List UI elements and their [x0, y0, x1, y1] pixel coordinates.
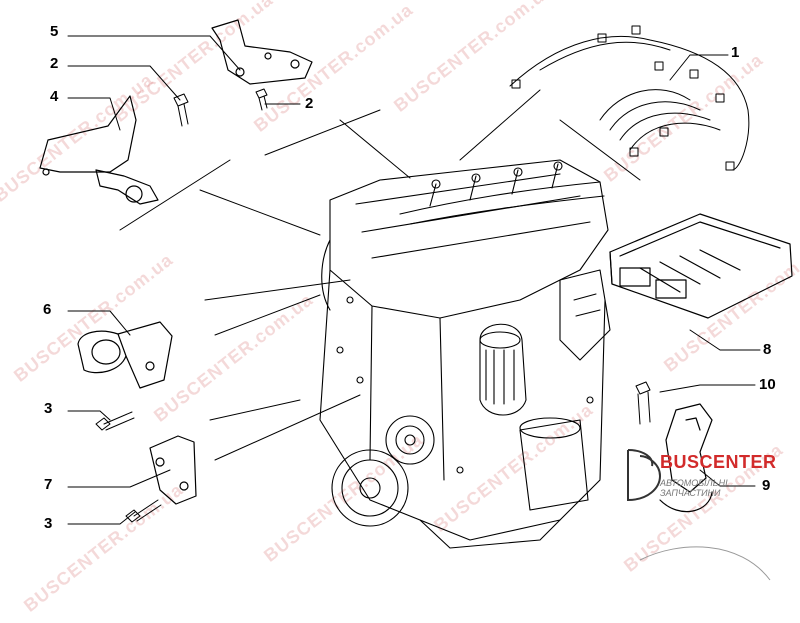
part-2-bolt-a: [173, 93, 189, 127]
buscenter-logo-mark: [627, 449, 771, 581]
buscenter-logo: BUSCENTER АВТОМОБІЛЬНІ ЗАПЧАСТИНИ: [632, 440, 782, 500]
part-3-bolt-a: [95, 411, 135, 431]
callout-2: 2: [50, 55, 59, 72]
callout-4: 4: [50, 88, 59, 105]
part-9-sensor: [659, 403, 713, 513]
callout-8: 8: [763, 341, 772, 358]
part-8-ecu: [609, 213, 793, 319]
part-10-bolt: [635, 381, 651, 425]
part-6-sensor-bracket: [77, 321, 173, 389]
logo-title: BUSCENTER: [660, 452, 777, 472]
callout-7: 7: [44, 476, 53, 493]
callout-5: 5: [50, 23, 59, 40]
part-7-plate: [149, 435, 197, 505]
callout-2: 2: [305, 95, 314, 112]
part-2-bolt-b: [255, 88, 268, 111]
part-1-wiring-harness: [509, 25, 750, 171]
logo-subtitle: АВТОМОБІЛЬНІ ЗАПЧАСТИНИ: [660, 478, 728, 498]
callout-3: 3: [44, 400, 53, 417]
callout-6: 6: [43, 301, 52, 318]
leader-lines: [67, 35, 761, 525]
engine-assembly: [319, 159, 611, 549]
callout-9: 9: [762, 477, 771, 494]
part-5-bracket: [211, 19, 313, 85]
callout-3: 3: [44, 515, 53, 532]
part-3-bolt-b: [125, 499, 162, 523]
callout-1: 1: [731, 44, 740, 61]
part-4-bracket: [39, 95, 159, 205]
callout-10: 10: [759, 376, 776, 393]
